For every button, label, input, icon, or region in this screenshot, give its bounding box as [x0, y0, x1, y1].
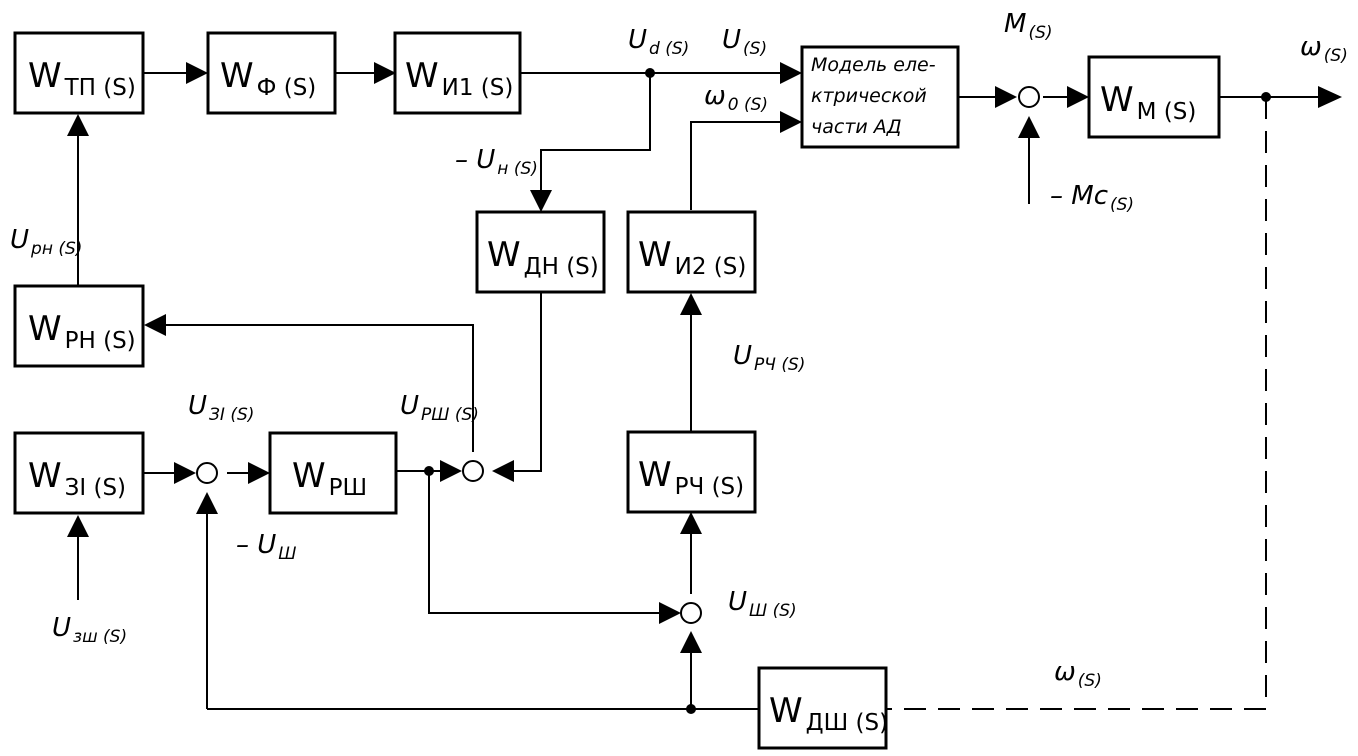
- label-mc: – Mc(S): [1050, 181, 1134, 215]
- block-motor-model: Модель еле- ктрической части АД: [800, 45, 960, 149]
- arrowheads: [67, 62, 1342, 653]
- svg-text:WИ2 (S): WИ2 (S): [638, 235, 746, 280]
- svg-text:WДШ (S): WДШ (S): [769, 691, 888, 736]
- summing-junction-torque: [1018, 86, 1040, 108]
- branch-point-feedback: [686, 704, 696, 714]
- svg-text:WРН (S): WРН (S): [28, 309, 136, 354]
- connection-lines: [77, 72, 1320, 710]
- label-us: U(S): [722, 25, 767, 59]
- svg-text:WТП (S): WТП (S): [28, 56, 136, 101]
- svg-text:WДН (S): WДН (S): [487, 235, 599, 280]
- label-ms: M(S): [1004, 9, 1053, 43]
- summing-junction-zi: [196, 462, 218, 484]
- svg-text:WФ (S): WФ (S): [220, 56, 316, 101]
- branch-point-rsh: [424, 466, 434, 476]
- branch-point-omega: [1261, 92, 1271, 102]
- svg-text:ктрической: ктрической: [811, 85, 927, 107]
- svg-text:части АД: части АД: [811, 116, 902, 138]
- svg-text:Модель еле-: Модель еле-: [811, 54, 936, 76]
- svg-text:WРЧ (S): WРЧ (S): [638, 455, 744, 500]
- svg-text:WМ (S): WМ (S): [1100, 80, 1196, 125]
- branch-point-ud: [645, 68, 655, 78]
- label-omega-feedback: ω(S): [1054, 657, 1102, 691]
- summing-junction-rsh: [462, 460, 484, 482]
- label-omega-out: ω(S): [1300, 32, 1348, 66]
- svg-text:WРШ: WРШ: [292, 456, 367, 501]
- svg-text:WЗІ (S): WЗІ (S): [28, 456, 126, 501]
- summing-junction-rch: [680, 602, 702, 624]
- svg-text:WИ1 (S): WИ1 (S): [405, 56, 513, 101]
